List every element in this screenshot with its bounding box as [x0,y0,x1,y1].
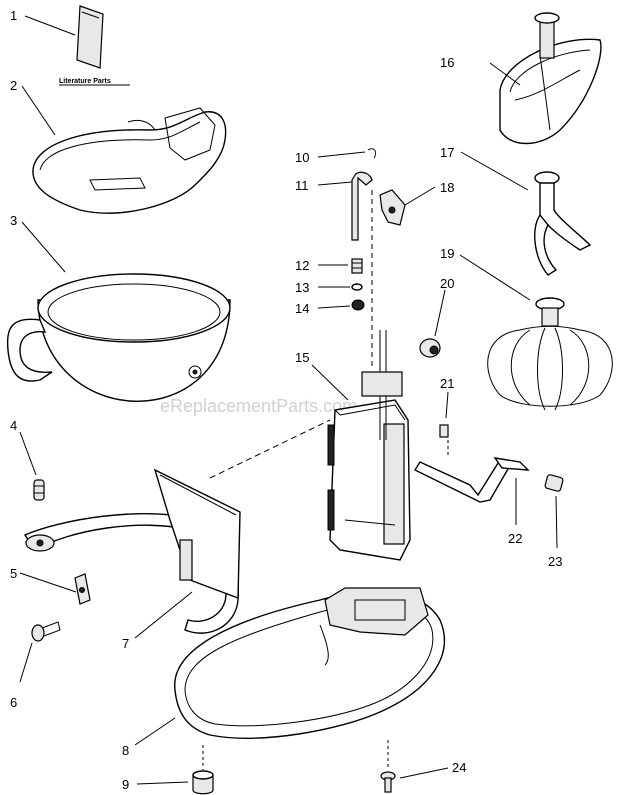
part-24-screw [380,771,396,793]
callout-6: 6 [10,695,17,710]
callout-2: 2 [10,78,17,93]
literature-parts-label: Literature Parts [59,78,111,85]
callout-24: 24 [452,760,466,775]
callout-21: 21 [440,376,454,391]
callout-23: 23 [548,554,562,569]
part-22-crank [413,457,530,503]
part-5-bracket [74,573,91,605]
part-19-wire-whip [487,297,613,411]
part-20-knob [419,338,441,358]
callout-15: 15 [295,350,309,365]
part-1-literature [76,5,104,69]
part-2-pouring-shield [32,107,227,214]
part-12-spring [351,258,363,274]
callout-13: 13 [295,280,309,295]
part-21-set-screw [439,424,449,438]
part-4-pin [33,479,45,501]
part-16-flat-beater [499,12,602,145]
watermark-text: eReplacementParts.com [160,396,357,416]
callout-3: 3 [10,213,17,228]
part-11-hinge-pin [351,171,373,241]
callout-4: 4 [10,418,17,433]
part-23-grip [544,474,564,492]
part-8-base [174,587,445,739]
part-3-bowl [6,273,231,402]
callout-22: 22 [508,531,522,546]
callout-19: 19 [440,246,454,261]
callout-17: 17 [440,145,454,160]
part-9-foot [192,770,214,795]
part-15-column [327,330,411,561]
callout-12: 12 [295,258,309,273]
callout-1: 1 [10,8,17,23]
callout-18: 18 [440,180,454,195]
part-14-nut [351,299,365,311]
part-18-lock-lever [379,189,406,226]
callout-7: 7 [122,636,129,651]
callout-11: 11 [295,178,309,193]
callout-5: 5 [10,566,17,581]
callout-10: 10 [295,150,309,165]
callout-16: 16 [440,55,454,70]
part-10-clip [367,148,377,159]
part-6-screw [31,621,61,642]
part-13-washer [351,283,363,291]
callout-20: 20 [440,276,454,291]
leader-lines [19,15,558,785]
part-17-dough-hook [534,171,592,276]
callout-9: 9 [122,777,129,792]
callout-8: 8 [122,743,129,758]
callout-14: 14 [295,301,309,316]
assembly-line-arm [209,419,331,479]
part-7-bowl-support [23,468,241,634]
